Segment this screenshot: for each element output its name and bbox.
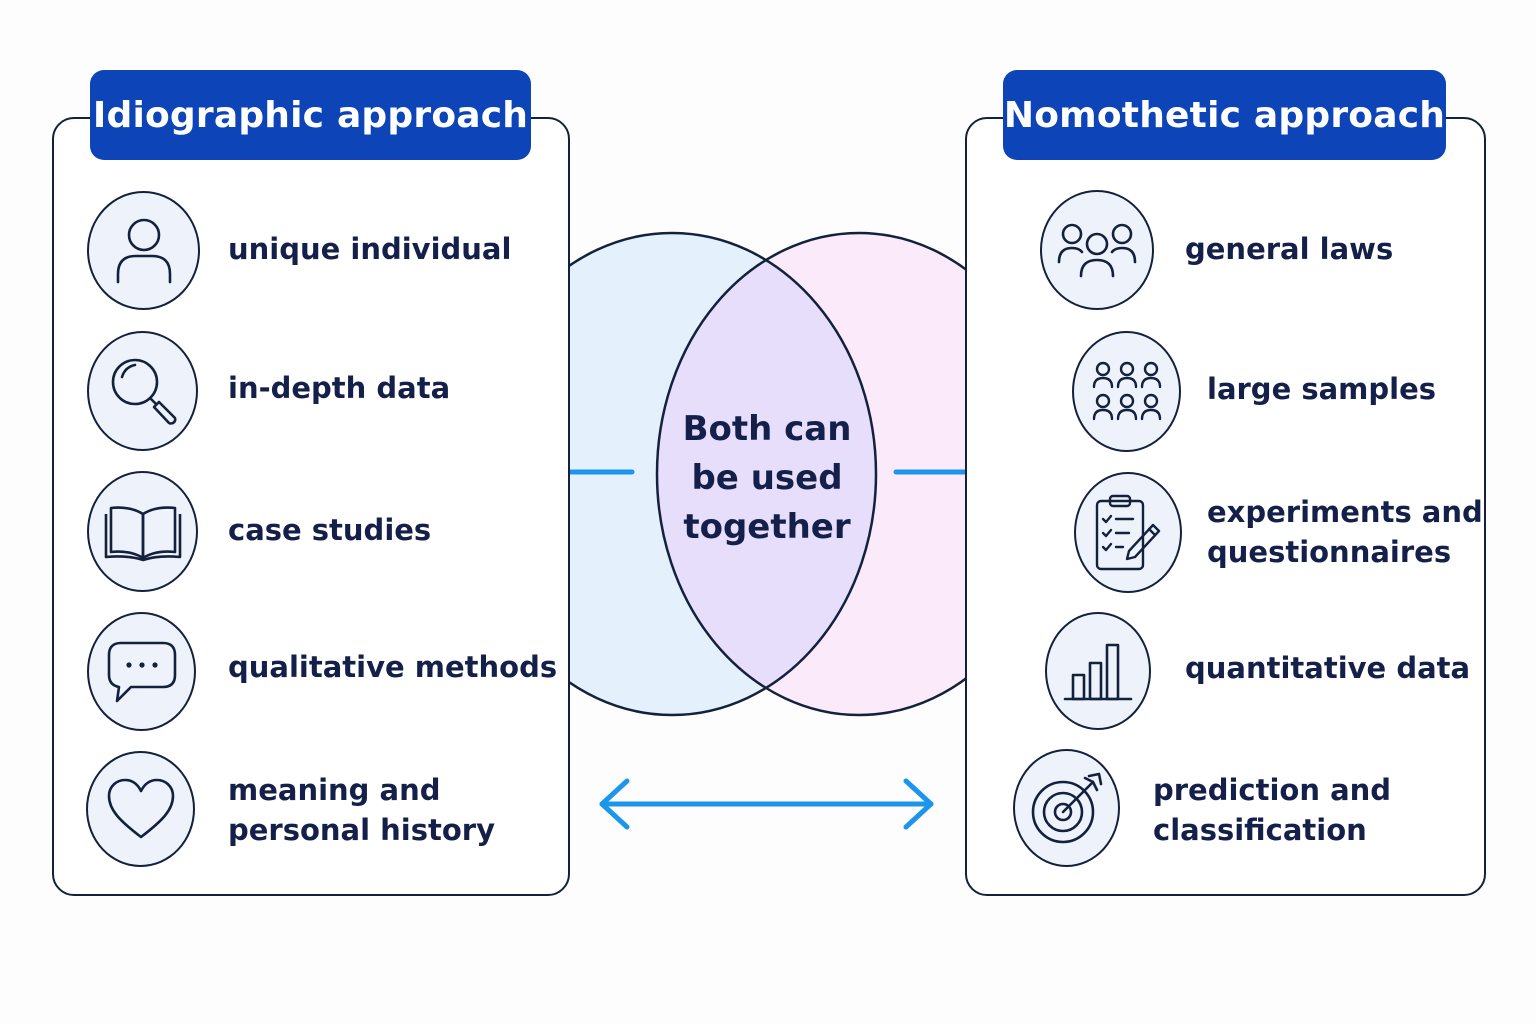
person-icon (87, 191, 200, 310)
double-arrow-icon (599, 778, 934, 830)
heart-icon (86, 751, 195, 867)
nomothetic-item-label: general laws (1185, 232, 1394, 266)
magnifier-icon (87, 331, 198, 451)
idiographic-item-label: qualitative methods (228, 650, 558, 684)
nomothetic-title: Nomothetic approach (1003, 70, 1446, 160)
nomothetic-item-label: quantitative data (1185, 651, 1471, 685)
clipboard-checklist-icon (1074, 472, 1182, 593)
speech-bubble-icon (87, 612, 196, 731)
crowd-icon (1072, 331, 1181, 452)
idiographic-title: Idiographic approach (90, 70, 531, 160)
overlap-line: be used (691, 458, 843, 498)
nomothetic-item-label: large samples (1207, 372, 1437, 406)
nomothetic-item-label: experiments and questionnaires (1207, 495, 1483, 569)
nomothetic-item-label: prediction and classification (1153, 773, 1392, 847)
idiographic-item-label: meaning and personal history (228, 773, 496, 847)
bar-chart-icon (1045, 612, 1151, 730)
book-icon (87, 471, 198, 592)
overlap-line: together (683, 507, 851, 547)
target-arrow-icon (1013, 749, 1120, 867)
overlap-line: Both can (682, 409, 852, 449)
idiographic-item-label: unique individual (228, 232, 512, 266)
idiographic-item-label: case studies (228, 513, 432, 547)
group-icon (1040, 190, 1154, 310)
idiographic-item-label: in-depth data (228, 371, 451, 405)
overlap-label: Both can be used together (655, 405, 879, 552)
